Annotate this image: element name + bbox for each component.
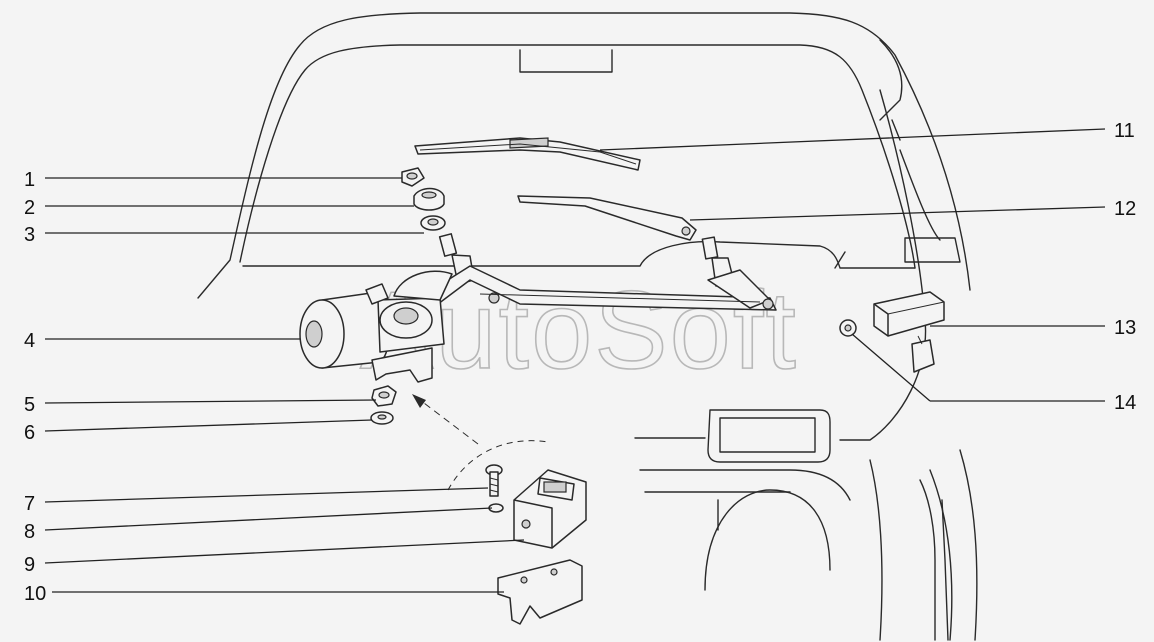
car-body-outline [197,12,978,641]
relay-block [873,291,945,373]
callout-2: 2 [24,197,35,219]
callout-7: 7 [24,493,35,515]
mount-nut [371,385,397,407]
callout-11: 11 [1114,120,1135,142]
leader-12 [689,206,1106,221]
linkage [431,265,777,311]
control-unit [513,469,587,549]
callout-6: 6 [24,422,35,444]
grommet [839,319,857,337]
leader-8 [44,507,493,531]
wiper-motor [299,270,453,383]
callout-numbers: 1 2 3 4 5 6 7 8 9 10 11 12 13 14 [24,120,1136,605]
leader-5 [44,399,377,404]
callout-4: 4 [24,330,35,352]
leader-14b [851,333,931,402]
wiper-blade [414,137,641,171]
mount-washer [370,411,394,425]
leader-9 [44,539,525,564]
leader-7 [44,487,489,503]
bolt [485,464,503,497]
callout-12: 12 [1114,198,1136,220]
assembly-arrow [412,394,549,491]
wiper-arm [517,195,697,241]
callout-5: 5 [24,394,35,416]
callout-14: 14 [1114,392,1136,414]
cap-nut [401,167,425,187]
callout-10: 10 [24,583,46,605]
leader-6 [44,419,373,432]
callout-3: 3 [24,224,35,246]
callout-1: 1 [24,169,35,191]
leader-lines [44,128,1106,593]
callout-8: 8 [24,521,35,543]
callout-13: 13 [1114,317,1136,339]
bracket [497,559,583,625]
callout-9: 9 [24,554,35,576]
leader-11 [599,128,1106,151]
rubber-bushing [413,187,445,211]
washer [420,215,446,231]
